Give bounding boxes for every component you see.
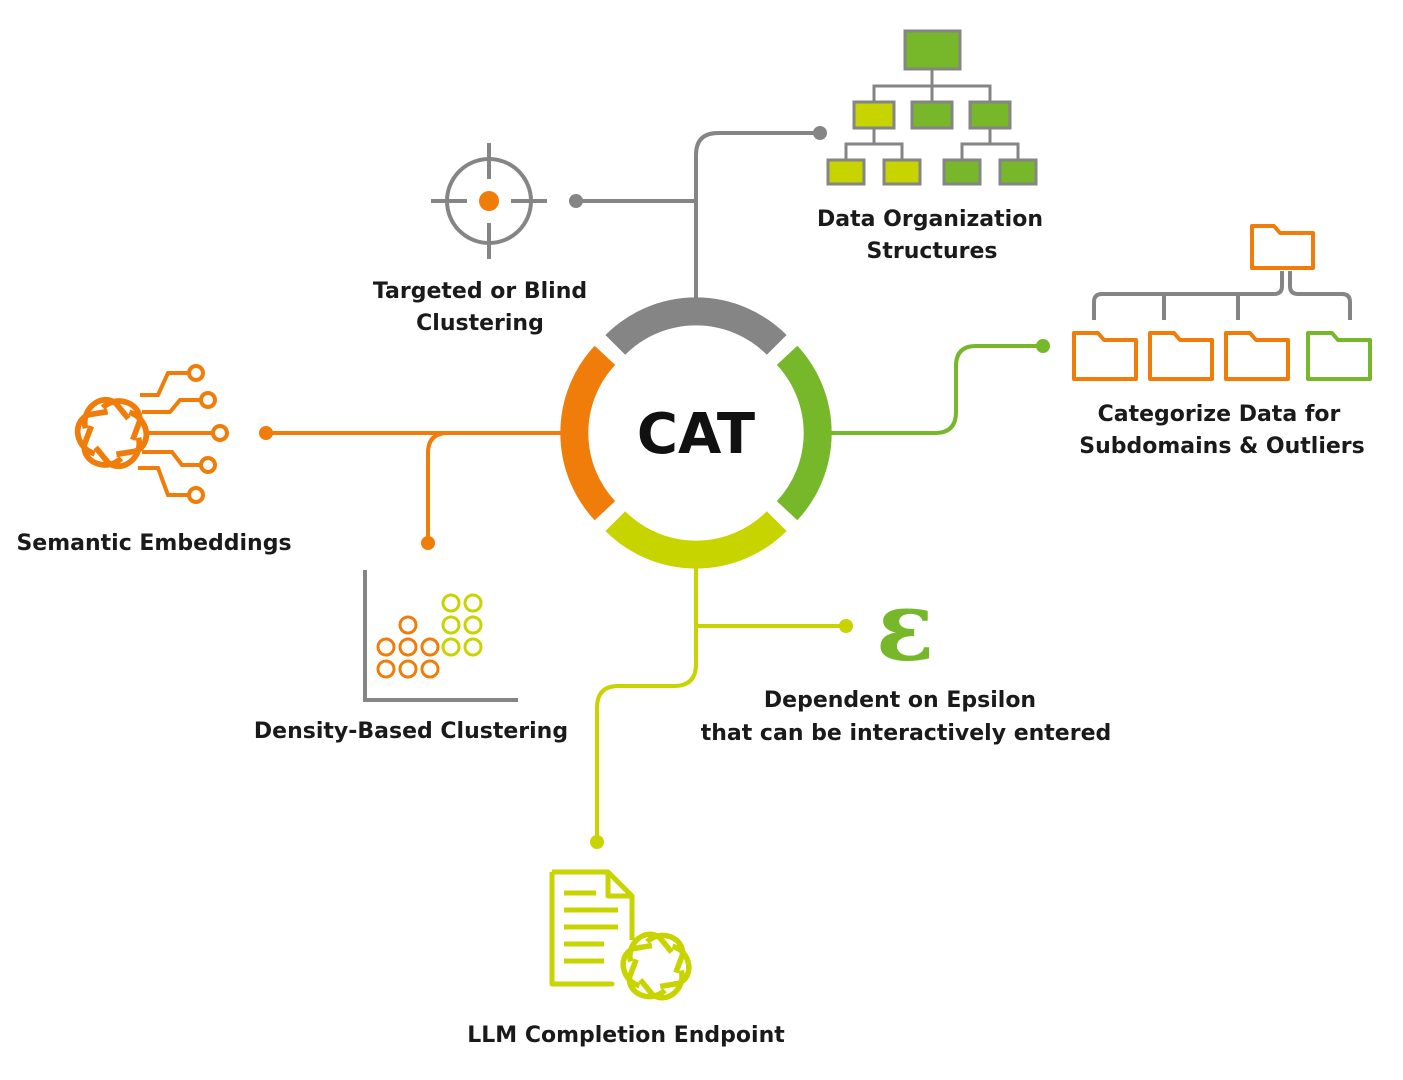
scatter-clusters-icon [363,570,518,702]
label-targeted-line1: Targeted or Blind [373,279,587,304]
connector-orange [266,431,566,543]
ring-segment-lime [605,510,787,569]
label-llm-completion: LLM Completion Endpoint [467,1023,785,1048]
hierarchy-tree-icon [826,29,1038,186]
label-categorize-line1: Categorize Data for [1098,402,1341,427]
epsilon-icon: ε [876,570,934,683]
label-epsilon-line1: Dependent on Epsilon [764,688,1036,713]
label-targeted-line2: Clustering [416,311,544,336]
label-data-organization-line1: Data Organization [817,207,1043,232]
connector-lime [595,562,846,842]
connector-gray [576,131,820,305]
center-ring [560,297,832,569]
center-label: CAT [637,402,755,467]
label-data-organization-line2: Structures [867,239,998,264]
connector-dot-epsilon [839,619,853,633]
connector-dot-semantic [259,426,273,440]
connector-green [826,344,1043,435]
document-openai-icon [549,869,696,1004]
connector-dot-density [421,536,435,550]
target-center-dot [479,191,499,211]
label-epsilon-line2: that can be interactively entered [701,721,1112,746]
connector-dot-categorize [1036,339,1050,353]
ring-segment-orange [560,345,616,521]
label-categorize-line2: Subdomains & Outliers [1079,434,1365,459]
crosshair-target-icon [431,143,547,259]
ring-segment-green [776,345,832,521]
connector-dot-data-organization [813,126,827,140]
ring-segment-gray [605,297,787,356]
connector-dot-targeted [569,194,583,208]
openai-knot-circuit-icon [70,364,229,504]
label-semantic-embeddings: Semantic Embeddings [16,531,291,556]
connector-dot-llm [590,835,604,849]
folder-tree-icon [1072,224,1372,381]
label-density-clustering: Density-Based Clustering [254,719,568,744]
